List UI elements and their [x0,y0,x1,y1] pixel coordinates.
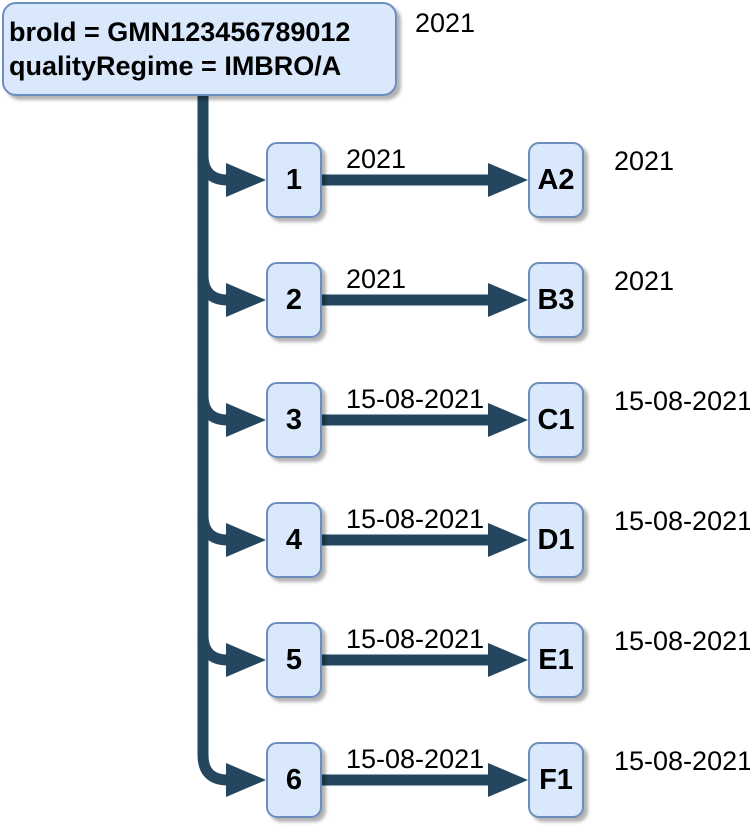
lineage-row: 4 15-08-2021 D1 15-08-2021 [0,502,750,578]
target-node-label: B3 [537,283,575,316]
lineage-row: 5 15-08-2021 E1 15-08-2021 [0,622,750,698]
edge-label: 15-08-2021 [346,744,485,774]
target-side-label: 15-08-2021 [614,626,750,656]
target-node: B3 [528,262,584,338]
source-node-label: 4 [285,523,303,556]
target-node: C1 [528,382,584,458]
target-node: E1 [528,622,584,698]
target-side-label: 2021 [614,146,675,176]
source-node: 2 [266,262,322,338]
edge-label: 15-08-2021 [346,624,485,654]
source-node: 6 [266,742,322,818]
edge-label: 15-08-2021 [346,384,485,414]
target-node: F1 [528,742,584,818]
target-side-label: 2021 [614,266,675,296]
source-node-label: 2 [285,283,303,316]
root-side-label: 2021 [415,8,476,38]
lineage-row: 3 15-08-2021 C1 15-08-2021 [0,382,750,458]
target-node-label: C1 [537,403,575,436]
source-node-label: 3 [285,403,303,436]
source-node: 5 [266,622,322,698]
edge-label: 2021 [346,264,407,294]
source-node: 1 [266,142,322,218]
target-side-label: 15-08-2021 [614,746,750,776]
target-node-label: E1 [538,643,574,676]
lineage-row: 6 15-08-2021 F1 15-08-2021 [0,742,750,818]
root-node: broId = GMN123456789012 qualityRegime = … [2,2,397,96]
source-node-label: 1 [285,163,303,196]
target-side-label: 15-08-2021 [614,506,750,536]
target-node-label: D1 [537,523,575,556]
lineage-row: 2 2021 B3 2021 [0,262,750,338]
root-node-label-line1: broId = GMN123456789012 [9,17,351,47]
target-node: D1 [528,502,584,578]
target-node-label: A2 [537,163,575,196]
edge-label: 15-08-2021 [346,504,485,534]
lineage-row: 1 2021 A2 2021 [0,142,750,218]
target-side-label: 15-08-2021 [614,386,750,416]
target-node-label: F1 [539,763,573,796]
source-node: 4 [266,502,322,578]
edge-label: 2021 [346,144,407,174]
root-node-label-line2: qualityRegime = IMBRO/A [9,51,342,81]
target-node: A2 [528,142,584,218]
source-node-label: 6 [285,763,303,796]
source-node-label: 5 [285,643,303,676]
source-node: 3 [266,382,322,458]
